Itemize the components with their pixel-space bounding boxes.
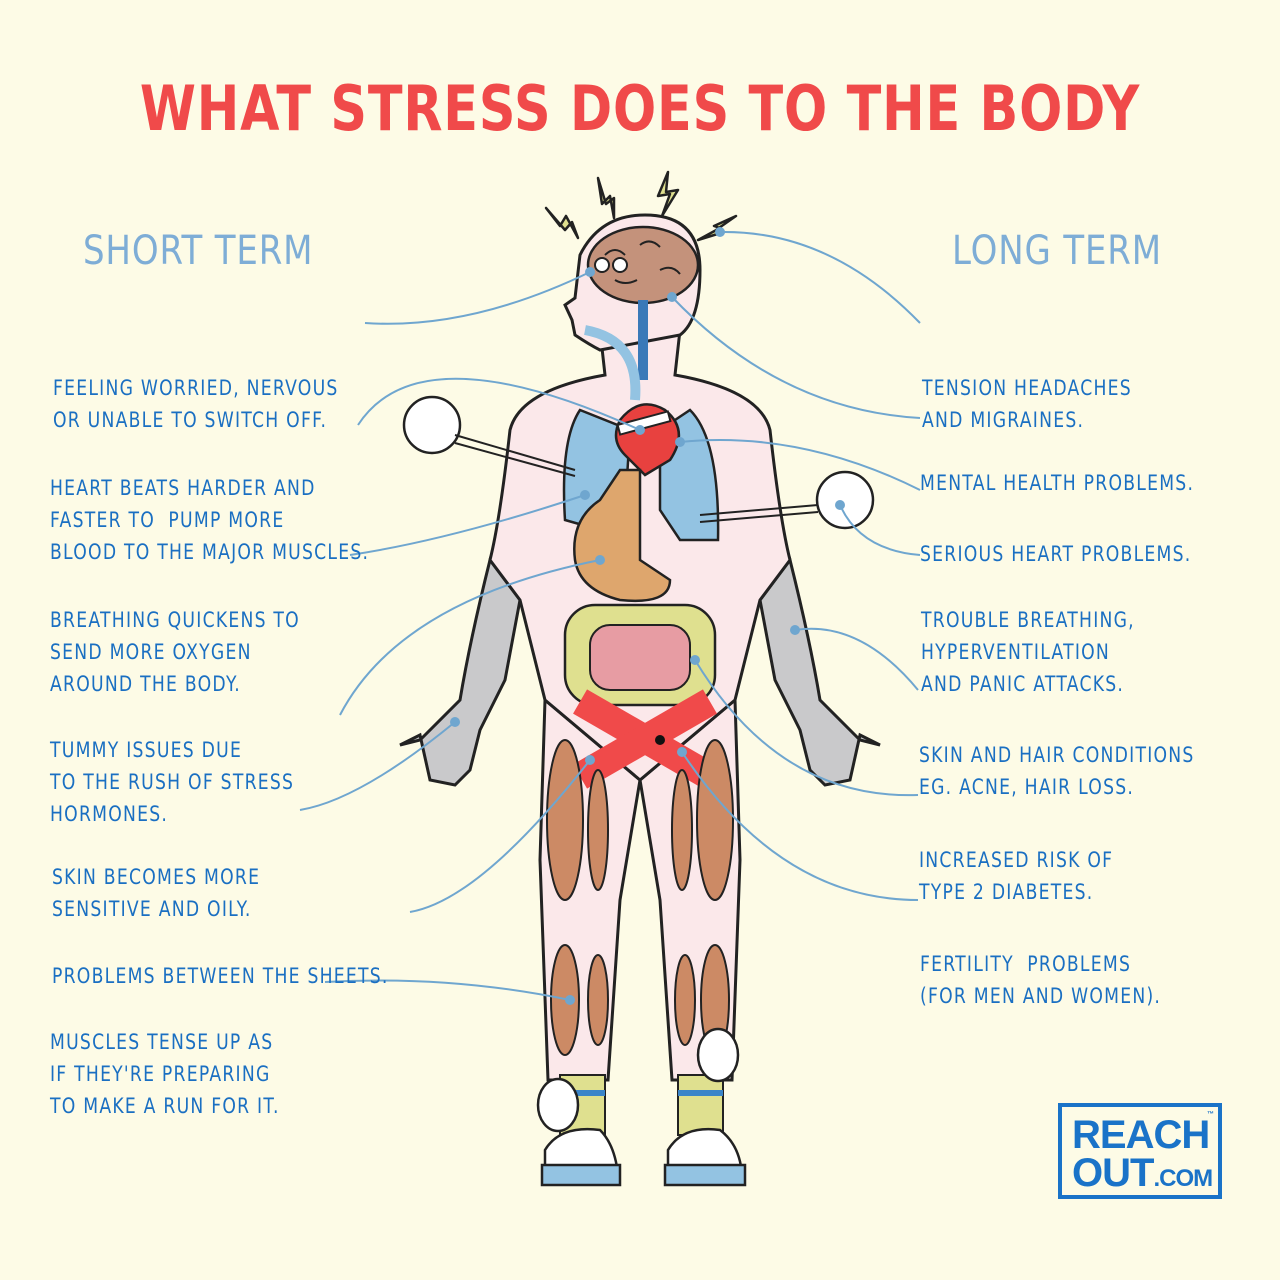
shoes: [540, 1127, 747, 1187]
x-mark: [573, 689, 717, 789]
long-term-item-heart: SERIOUS HEART PROBLEMS.: [920, 542, 1192, 566]
short-term-heading: SHORT TERM: [83, 228, 314, 274]
short-term-item-sheets: PROBLEMS BETWEEN THE SHEETS.: [52, 964, 389, 988]
gloves: [536, 1027, 740, 1133]
logo-line1: REACH: [1072, 1113, 1210, 1157]
reachout-logo[interactable]: REACH OUT.COM ™: [1058, 1103, 1222, 1199]
long-term-heading: LONG TERM: [952, 228, 1162, 274]
trademark: ™: [1207, 1111, 1214, 1118]
long-term-item-mental-health: MENTAL HEALTH PROBLEMS.: [920, 471, 1195, 495]
leader-lines: [299, 230, 921, 1001]
stomach: [573, 468, 672, 602]
long-term-item-fertility: FERTILITY PROBLEMS(FOR MEN AND WOMEN).: [920, 952, 1162, 1008]
arms: [399, 556, 881, 787]
calf-muscles: [550, 944, 730, 1056]
logo-line2: OUT.COM: [1072, 1151, 1213, 1195]
socks: [559, 1074, 724, 1136]
page-title: WHAT STRESS DOES TO THE BODY: [139, 72, 1141, 145]
thigh-muscles: [546, 739, 734, 901]
breath-cloud-icon: [402, 395, 875, 530]
